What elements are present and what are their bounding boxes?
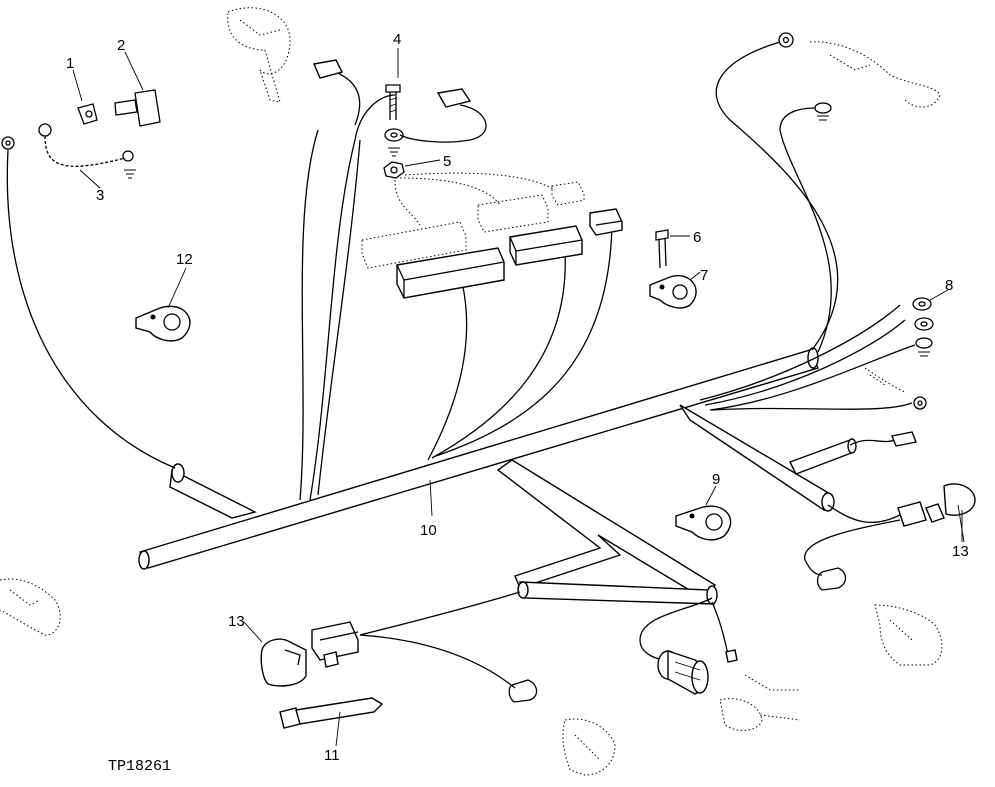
part-11-tie-strap [279,697,384,747]
lower-plug [508,679,538,703]
part-6-bolt [655,229,690,269]
part-13-cover-lower [243,621,307,687]
part-1-clip [72,69,98,125]
callout-labels: 1 2 3 4 5 6 7 8 9 10 11 12 13 13 [66,31,969,764]
callout-2: 2 [117,37,125,54]
part-2-switch [114,51,161,127]
callout-11: 11 [324,747,340,764]
callout-7: 7 [700,267,708,284]
callout-6: 6 [693,229,701,246]
callout-1: 1 [66,55,74,72]
main-harness-10 [138,347,857,605]
part-4-bolt [384,48,404,157]
callout-4: 4 [393,31,401,48]
callout-9: 9 [712,471,720,488]
figure-id: TP18261 [108,758,171,775]
callout-5: 5 [443,153,451,170]
part-3-ground-strap [38,123,136,189]
part-7-clamp [649,271,701,309]
callout-13-lower: 13 [228,613,245,630]
right-relay-connector [816,483,976,591]
callout-13-right: 13 [952,543,969,560]
right-small-connector [891,431,917,447]
callout-3: 3 [96,187,104,204]
part-8-terminals [778,32,949,410]
lower-left-connector [311,621,359,668]
left-ring-terminal [1,136,15,150]
top-connectors [313,59,623,299]
harness-wires [6,41,916,689]
leader-10 [429,479,433,517]
callout-10: 10 [420,522,437,539]
callout-12: 12 [176,251,193,268]
part-9-clamp [675,485,732,541]
part-12-clamp [135,267,191,342]
callout-8: 8 [945,277,953,294]
part-5-nut [383,159,441,179]
ghost-connectors [0,7,943,776]
round-connector [657,649,738,695]
